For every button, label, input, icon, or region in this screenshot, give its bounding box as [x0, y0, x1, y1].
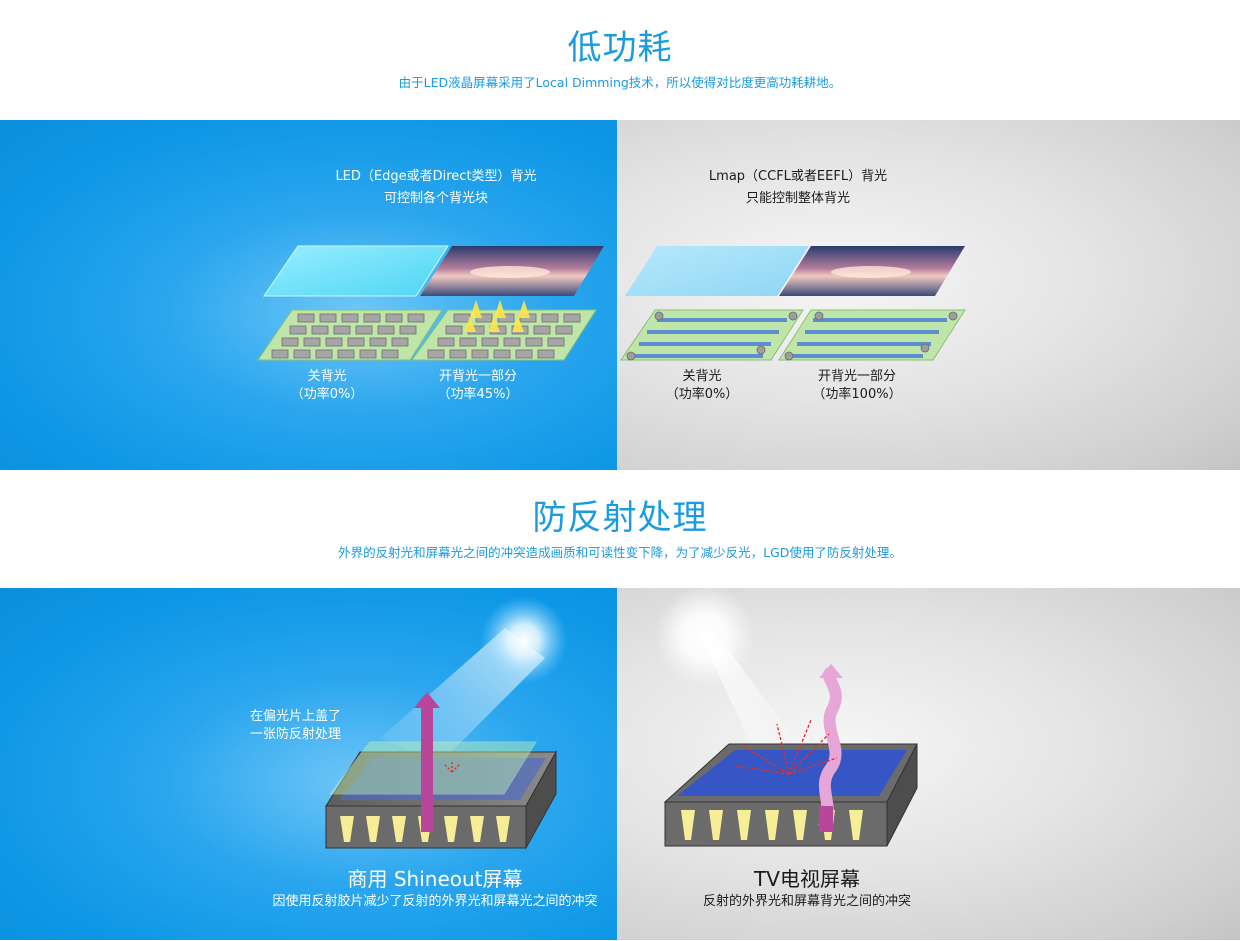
tv-caption: TV电视屏幕 反射的外界光和屏幕背光之间的冲突 — [657, 866, 957, 912]
led-partial-power: （功率45%） — [437, 387, 519, 402]
tv-illustration — [655, 588, 918, 847]
anti-reflection-band: 在偏光片上盖了 一张防反射处理 商用 Shineout屏幕 因使用反射胶片减少了… — [0, 588, 1240, 940]
lamp-off-power: （功率0%） — [665, 387, 739, 402]
lamp-illustration — [620, 246, 966, 361]
tv-reflection-arrows — [734, 719, 838, 775]
lamp-glass-sheet — [625, 246, 809, 296]
lamp-heading-line1: Lmap（CCFL或者EEFL）背光 — [708, 169, 888, 184]
led-backlight-panel: LED（Edge或者Direct类型）背光 可控制各个背光块 — [0, 120, 617, 470]
anti-reflection-header: 防反射处理 外界的反射光和屏幕光之间的冲突造成画质和可读性变下降，为了减少反光，… — [0, 498, 1240, 562]
led-heading-line1: LED（Edge或者Direct类型）背光 — [335, 169, 537, 184]
led-partial-label: 开背光一部分 — [438, 369, 517, 384]
tv-panel: TV电视屏幕 反射的外界光和屏幕背光之间的冲突 — [617, 588, 1240, 940]
commercial-caption: 商用 Shineout屏幕 因使用反射胶片减少了反射的外界光和屏幕光之间的冲突 — [230, 866, 617, 912]
commercial-note-line2: 一张防反射处理 — [250, 727, 342, 742]
led-off-power: （功率0%） — [290, 387, 364, 402]
lamp-backlight-panel: Lmap（CCFL或者EEFL）背光 只能控制整体背光 — [617, 120, 1240, 470]
anti-reflection-subtitle: 外界的反射光和屏幕光之间的冲突造成画质和可读性变下降，为了减少反光，LGD使用了… — [338, 545, 902, 560]
low-power-title: 低功耗 — [567, 28, 673, 68]
led-heading: LED（Edge或者Direct类型）背光 可控制各个背光块 — [286, 166, 586, 210]
lamp-off-caption: 关背光 （功率0%） — [637, 368, 767, 404]
tv-caption-sub: 反射的外界光和屏幕背光之间的冲突 — [702, 894, 911, 909]
led-glass-sheet — [263, 245, 449, 297]
lamp-board-on — [778, 309, 966, 361]
tv-caption-title: TV电视屏幕 — [754, 867, 860, 891]
led-board-partial — [411, 309, 597, 361]
anti-reflection-title: 防反射处理 — [532, 498, 708, 538]
commercial-panel: 在偏光片上盖了 一张防反射处理 商用 Shineout屏幕 因使用反射胶片减少了… — [0, 588, 617, 940]
low-power-subtitle: 由于LED液晶屏幕采用了Local Dimming技术，所以使得对比度更高功耗耕… — [398, 75, 842, 90]
commercial-caption-title: 商用 Shineout屏幕 — [347, 867, 523, 891]
tv-light-source — [655, 588, 755, 686]
screen-light-arrow — [421, 706, 433, 832]
lamp-heading: Lmap（CCFL或者EEFL）背光 只能控制整体背光 — [653, 166, 943, 210]
led-off-label: 关背光 — [307, 369, 347, 384]
led-board-off — [257, 309, 443, 361]
lamp-on-power: （功率100%） — [812, 387, 902, 402]
lamp-on-label: 开背光一部分 — [817, 369, 896, 384]
led-illustration — [257, 245, 604, 361]
led-glow — [464, 300, 530, 332]
led-heading-line2: 可控制各个背光块 — [383, 191, 488, 206]
commercial-note: 在偏光片上盖了 一张防反射处理 — [250, 708, 370, 744]
low-power-band: LED（Edge或者Direct类型）背光 可控制各个背光块 — [0, 120, 1240, 470]
commercial-illustration — [325, 596, 568, 850]
commercial-caption-sub: 因使用反射胶片减少了反射的外界光和屏幕光之间的冲突 — [272, 894, 598, 909]
led-partial-caption: 开背光一部分 （功率45%） — [408, 368, 548, 404]
lamp-board-off — [620, 309, 804, 361]
commercial-note-line1: 在偏光片上盖了 — [250, 709, 342, 724]
commercial-light-source — [480, 596, 568, 684]
lamp-off-label: 关背光 — [682, 369, 722, 384]
reduced-reflection-marker — [443, 762, 461, 773]
lamp-heading-line2: 只能控制整体背光 — [745, 191, 850, 206]
lamp-on-caption: 开背光一部分 （功率100%） — [787, 368, 927, 404]
led-off-caption: 关背光 （功率0%） — [262, 368, 392, 404]
tv-wavy-arrow — [817, 667, 842, 832]
low-power-header: 低功耗 由于LED液晶屏幕采用了Local Dimming技术，所以使得对比度更… — [0, 28, 1240, 92]
